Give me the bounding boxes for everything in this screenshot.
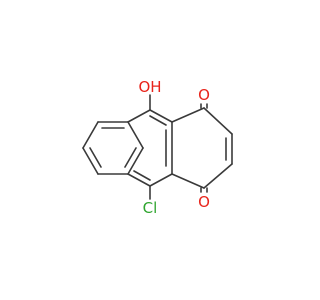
left-ring	[82, 121, 144, 175]
bond	[127, 147, 144, 175]
carbonyl-bottom	[200, 187, 208, 193]
double-bond-inner	[124, 147, 137, 168]
bond	[127, 121, 144, 149]
molecule-diagram: OH O O Cl	[82, 78, 233, 217]
bond	[171, 173, 205, 189]
bond	[149, 173, 173, 187]
bond	[171, 107, 205, 123]
double-bond-inner	[89, 147, 102, 168]
chlorine-label: Cl	[143, 199, 158, 217]
oxygen-top-label: O	[198, 86, 210, 104]
carbonyl-top	[200, 103, 208, 109]
bond	[203, 107, 233, 135]
bond	[127, 109, 151, 123]
bond	[82, 147, 99, 175]
bond	[149, 109, 173, 123]
oxygen-bottom-label: O	[198, 193, 210, 211]
middle-ring	[127, 109, 173, 187]
bond	[82, 121, 99, 149]
right-ring	[171, 107, 233, 189]
double-bond-inner	[133, 170, 151, 181]
bond	[203, 163, 233, 189]
double-bond-inner	[149, 115, 167, 126]
bond	[127, 173, 151, 187]
hydroxyl-label: OH	[138, 78, 161, 96]
